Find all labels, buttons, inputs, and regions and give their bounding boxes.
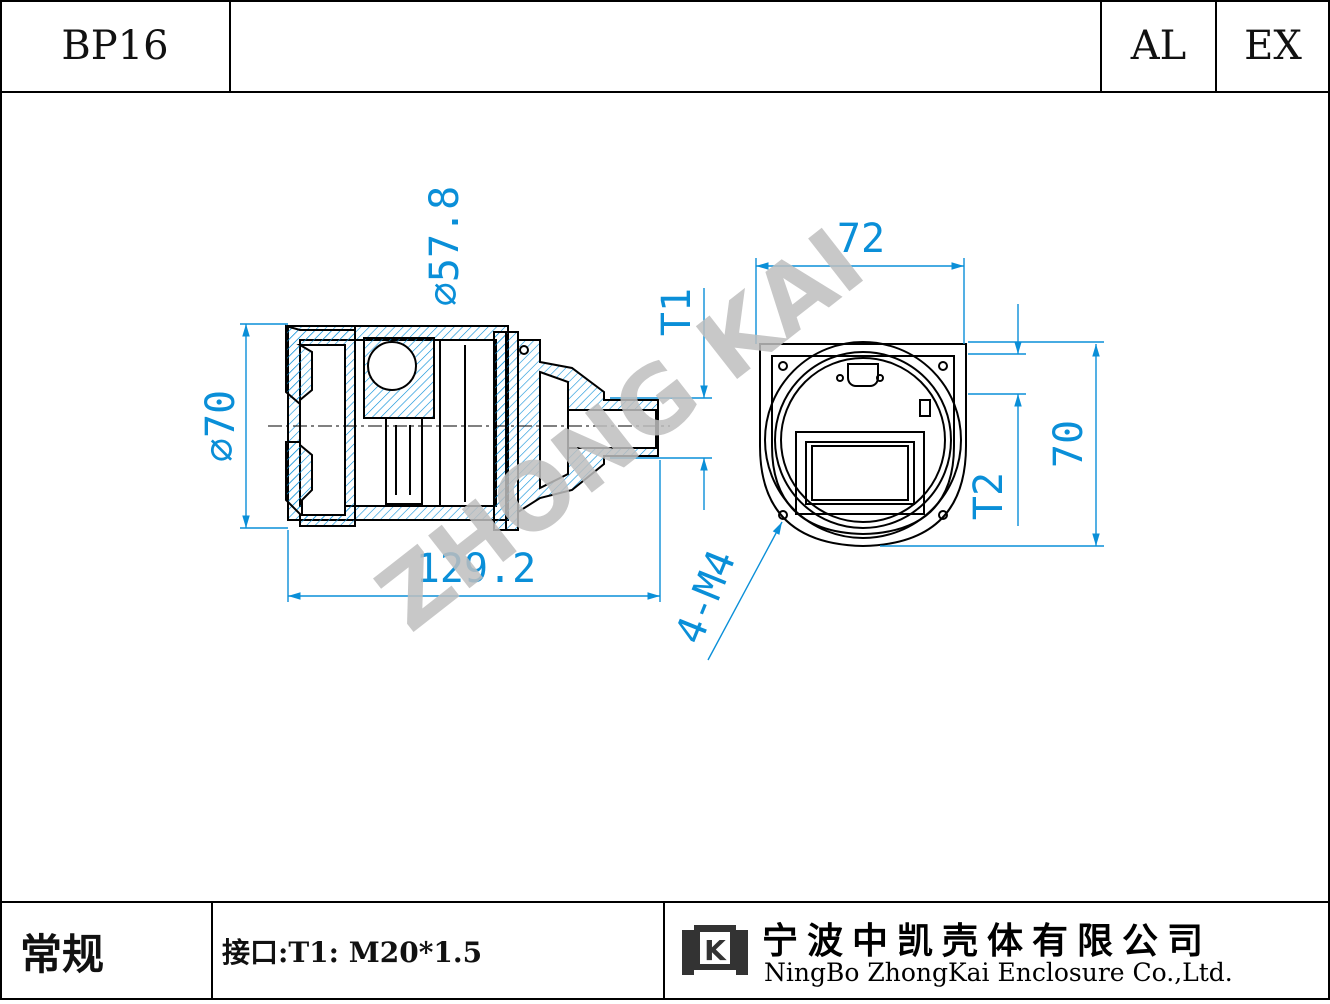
dimension-diameter-57-8: ⌀57.8 (422, 186, 468, 306)
dimension-port-t1: T1 (654, 288, 700, 336)
protection-code: EX (1244, 23, 1302, 69)
model-number: BP16 (61, 23, 169, 69)
side-section-view (268, 324, 670, 531)
dimension-port-t2: T2 (966, 472, 1012, 520)
dimension-screws-4-m4: 4-M4 (667, 544, 746, 651)
front-view (759, 341, 967, 548)
dimension-length-129-2: 129.2 (416, 546, 536, 592)
company-name-en: NingBo ZhongKai Enclosure Co.,Ltd. (764, 958, 1233, 987)
interface-spec: 接口:T1: M20*1.5 (222, 936, 483, 969)
logo-letter: K (704, 934, 727, 967)
dimension-diameter-70: ⌀70 (198, 390, 244, 462)
company-name-cn: 宁波中凯壳体有限公司 (762, 921, 1213, 962)
product-type: 常规 (20, 929, 105, 979)
dimension-lines (240, 258, 1104, 661)
material-code: AL (1130, 23, 1187, 69)
dimension-height-70: 70 (1046, 420, 1092, 468)
dimension-width-72: 72 (837, 216, 885, 262)
company-logo: K (682, 925, 748, 975)
